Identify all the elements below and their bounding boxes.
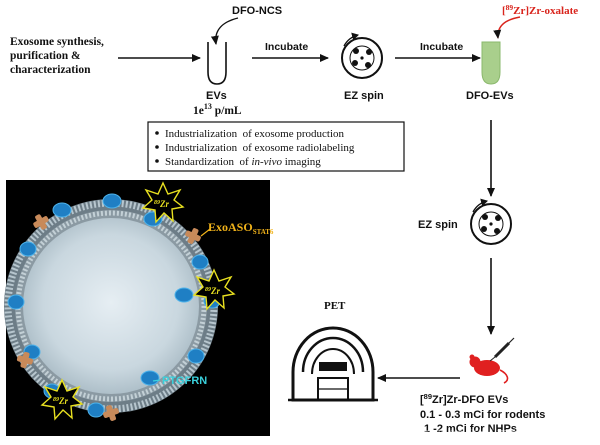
exosome-lumen xyxy=(23,218,199,394)
synthesis-line-2: purification & xyxy=(10,50,81,62)
zr-badge-2: 89Zr xyxy=(192,268,236,311)
dfo-evs-label: DFO-EVs xyxy=(466,90,514,102)
pet-scanner-icon xyxy=(288,326,378,402)
pet-label: PET xyxy=(324,300,346,312)
arrow-dfo-to-tube xyxy=(210,17,239,45)
step-synthesis-text: Exosome synthesis, purification & charac… xyxy=(10,36,104,76)
svg-text:89Zr: 89Zr xyxy=(205,286,220,296)
svg-text:89Zr: 89Zr xyxy=(154,199,169,209)
bullet-2: Industrialization of exosome radiolabeli… xyxy=(165,142,355,154)
ev-concentration: 1e13 p/mL xyxy=(193,102,242,117)
zr-oxalate-label: [89Zr]Zr-oxalate xyxy=(502,3,578,17)
bullet-dot-3 xyxy=(155,159,159,163)
ptgfrn-label: PTGFRN xyxy=(162,375,207,387)
bullet-3: Standardization of in-vivo imaging xyxy=(165,156,321,168)
arrow-zr-to-tube xyxy=(493,16,521,39)
reagent-dfo-ncs: DFO-NCS xyxy=(232,5,282,17)
ez-spin-label-1: EZ spin xyxy=(344,90,384,102)
incubate-label-2: Incubate xyxy=(420,41,463,53)
ez-spin-icon-2 xyxy=(470,198,512,245)
synthesis-line-3: characterization xyxy=(10,64,91,76)
bullet-dot-1 xyxy=(155,131,159,135)
bullet-dot-2 xyxy=(155,145,159,149)
zr-badge-1: 89Zr xyxy=(141,181,185,224)
dose-rodents: 0.1 - 0.3 mCi for rodents xyxy=(420,409,545,421)
exoaso-pointer xyxy=(200,228,211,237)
incubate-label-1: Incubate xyxy=(265,41,308,53)
svg-text:89Zr: 89Zr xyxy=(53,396,68,406)
ev-tube-icon xyxy=(207,42,227,85)
bullet-1: Industrialization of exosome production xyxy=(165,128,345,140)
ev-label: EVs xyxy=(206,90,227,102)
challenges-box xyxy=(147,121,405,172)
exosome-illustration-panel: 89Zr 89Zr 89Zr ExoASOSTAT6 PTGFRN xyxy=(4,180,274,436)
mouse-injection-icon xyxy=(469,337,515,384)
dose-nhps: 1 -2 mCi for NHPs xyxy=(424,423,517,435)
watermark: 知乎 @外泌体小草堂 xyxy=(424,428,517,441)
ez-spin-icon-1 xyxy=(341,32,383,79)
zr-badge-3: 89Zr xyxy=(40,378,84,421)
dfo-ev-tube-icon xyxy=(481,41,501,85)
synthesis-line-1: Exosome synthesis, xyxy=(10,36,104,48)
ptgfrn-pointer xyxy=(152,379,161,382)
product-label: [89Zr]Zr-DFO EVs xyxy=(420,392,508,406)
exoaso-molecules xyxy=(16,214,201,421)
ez-spin-label-2: EZ spin xyxy=(418,219,458,231)
exoaso-label: ExoASOSTAT6 xyxy=(208,220,274,236)
